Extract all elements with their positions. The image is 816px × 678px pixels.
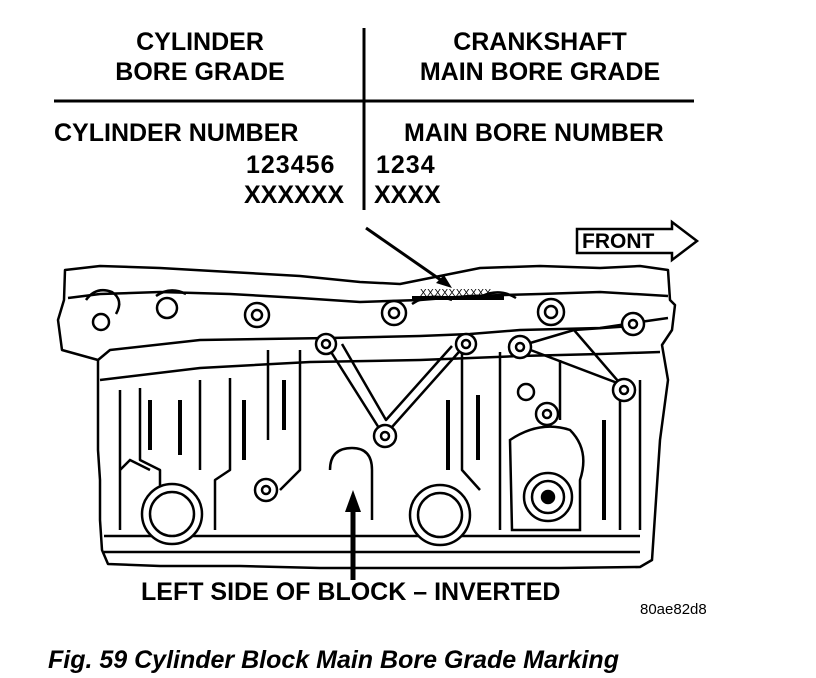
figure-caption: Fig. 59 Cylinder Block Main Bore Grade M… [48,646,619,674]
front-arrow [575,219,700,263]
cylinder-numbers: 123456 [246,151,336,179]
stamp-text: XXXXXXXXXX [420,288,492,299]
main-bore-grades: XXXX [374,181,441,209]
cylinder-number-label: CYLINDER NUMBER [54,119,299,147]
cylinder-grades: XXXXXX [244,181,345,209]
engine-block-holes [91,296,646,547]
image-code: 80ae82d8 [640,601,707,618]
stamp-leader-arrowhead [436,275,452,288]
block-caption: LEFT SIDE OF BLOCK – INVERTED [141,578,561,606]
cylinder-bore-grade-title-line1: CYLINDER [136,28,264,56]
main-bore-numbers: 1234 [376,151,436,179]
cylinder-bore-grade-title-line2: BORE GRADE [115,58,285,86]
block-caption-arrowhead [345,490,361,512]
main-bore-grade-title-line2: MAIN BORE GRADE [419,58,661,86]
main-bore-number-label: MAIN BORE NUMBER [404,119,664,147]
stamp-leader-line [365,226,449,287]
engine-block [56,264,677,580]
front-label: FRONT [582,230,655,253]
block-outline [56,264,677,570]
main-bore-grade-title-line1: CRANKSHAFT [453,28,627,56]
